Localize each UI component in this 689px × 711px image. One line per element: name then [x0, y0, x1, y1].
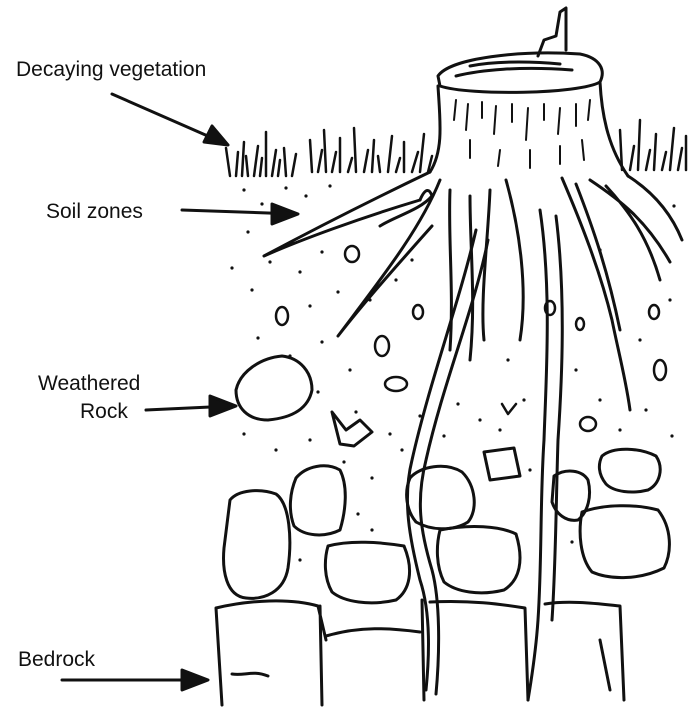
- weathered-rock-chunks: [224, 356, 670, 603]
- label-weathered-rock-line2: Rock: [80, 400, 128, 424]
- bedrock-blocks: [216, 600, 624, 705]
- grass-tufts: [226, 120, 686, 176]
- tree-stump: [430, 8, 628, 176]
- label-soil-zones: Soil zones: [46, 200, 143, 224]
- label-bedrock: Bedrock: [18, 648, 95, 672]
- label-decaying-vegetation: Decaying vegetation: [16, 58, 206, 82]
- label-weathered-rock-line1: Weathered: [38, 372, 140, 396]
